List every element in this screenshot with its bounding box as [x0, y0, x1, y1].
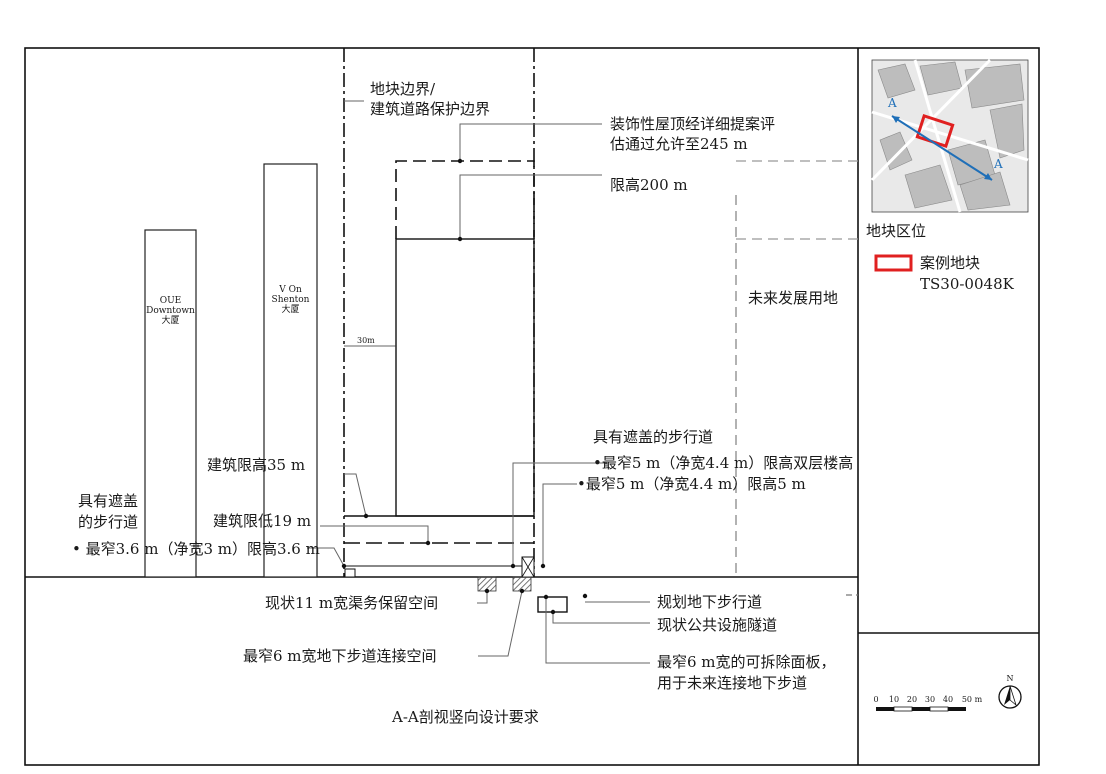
- drain-reserve-label: 现状11 m宽渠务保留空间: [265, 594, 438, 612]
- covered-walkway-left-item: • 最窄3.6 m（净宽3 m）限高3.6 m: [72, 540, 320, 558]
- future-site-label: 未来发展用地: [748, 289, 838, 307]
- oue-label-1: OUE: [160, 296, 182, 306]
- oue-label-2: Downtown: [146, 306, 195, 316]
- caption: A-A剖视竖向设计要求: [391, 708, 539, 726]
- section-marker-a1: A: [887, 96, 897, 110]
- removable-panel-label-2: 用于未来连接地下步道: [657, 674, 807, 692]
- von-label-1: V On: [278, 285, 302, 295]
- walkway-box-left: [344, 568, 356, 578]
- height-limit-label: 限高200 m: [610, 176, 688, 194]
- north-label: N: [1007, 674, 1014, 683]
- drawing-frame: [24, 47, 1040, 766]
- removable-panel-label-1: 最窄6 m宽的可拆除面板，: [657, 653, 836, 671]
- leader-dots: [341, 158, 588, 615]
- location-title: 地块区位: [866, 222, 926, 240]
- covered-walkway-right-title: 具有遮盖的步行道: [593, 428, 713, 446]
- case-site-label-1: 案例地块: [920, 254, 980, 272]
- building-min-label: 建筑限低19 m: [213, 512, 311, 530]
- scale-bar: 0 10 20 30 40 50 m: [873, 695, 983, 712]
- covered-walkway-right-item1: •最窄5 m（净宽4.4 m）限高双层楼高: [593, 454, 853, 472]
- scale-tick-50: 50 m: [962, 695, 983, 704]
- setback-label: 30m: [357, 336, 375, 345]
- covered-walkway-left-2: 的步行道: [78, 513, 138, 531]
- oue-label-3: 大厦: [161, 314, 179, 326]
- scale-tick-40: 40: [943, 695, 953, 704]
- v-on-shenton-building: [263, 163, 318, 578]
- scale-tick-20: 20: [907, 695, 917, 704]
- boundary-label-2: 建筑道路保护边界: [370, 100, 490, 118]
- scale-tick-30: 30: [925, 695, 935, 704]
- scale-tick-0: 0: [873, 695, 878, 704]
- leader-lines: [307, 100, 650, 664]
- underpass-link-label: 最窄6 m宽地下步道连接空间: [243, 647, 437, 665]
- covered-walkway-right-item2: •最窄5 m（净宽4.4 m）限高5 m: [577, 475, 806, 493]
- case-site-swatch: [874, 254, 913, 272]
- boundary-label-1: 地块边界/: [370, 80, 436, 98]
- roof-label-1: 装饰性屋顶经详细提案评: [610, 115, 775, 133]
- von-label-2: Shenton: [272, 295, 310, 305]
- oue-downtown-building: [144, 229, 197, 578]
- section-marker-a2: A: [993, 157, 1003, 171]
- planned-underpass-label: 规划地下步行道: [657, 593, 762, 611]
- covered-walkway-left-1: 具有遮盖: [78, 492, 138, 510]
- north-arrow-icon: N: [998, 674, 1022, 709]
- utility-tunnel: [537, 596, 568, 613]
- walkway-cross-2: [521, 556, 535, 578]
- roof-label-2: 估通过允许至245 m: [610, 135, 748, 153]
- scale-tick-10: 10: [889, 695, 899, 704]
- case-site-label-2: TS30-0048K: [920, 275, 1015, 293]
- utility-tunnel-label: 现状公共设施隧道: [657, 616, 777, 634]
- section-line-a: [891, 115, 993, 181]
- location-map: A A: [870, 58, 1029, 213]
- roof-envelope: [395, 160, 535, 239]
- von-label-3: 大厦: [281, 303, 299, 315]
- building-max-label: 建筑限高35 m: [207, 456, 305, 474]
